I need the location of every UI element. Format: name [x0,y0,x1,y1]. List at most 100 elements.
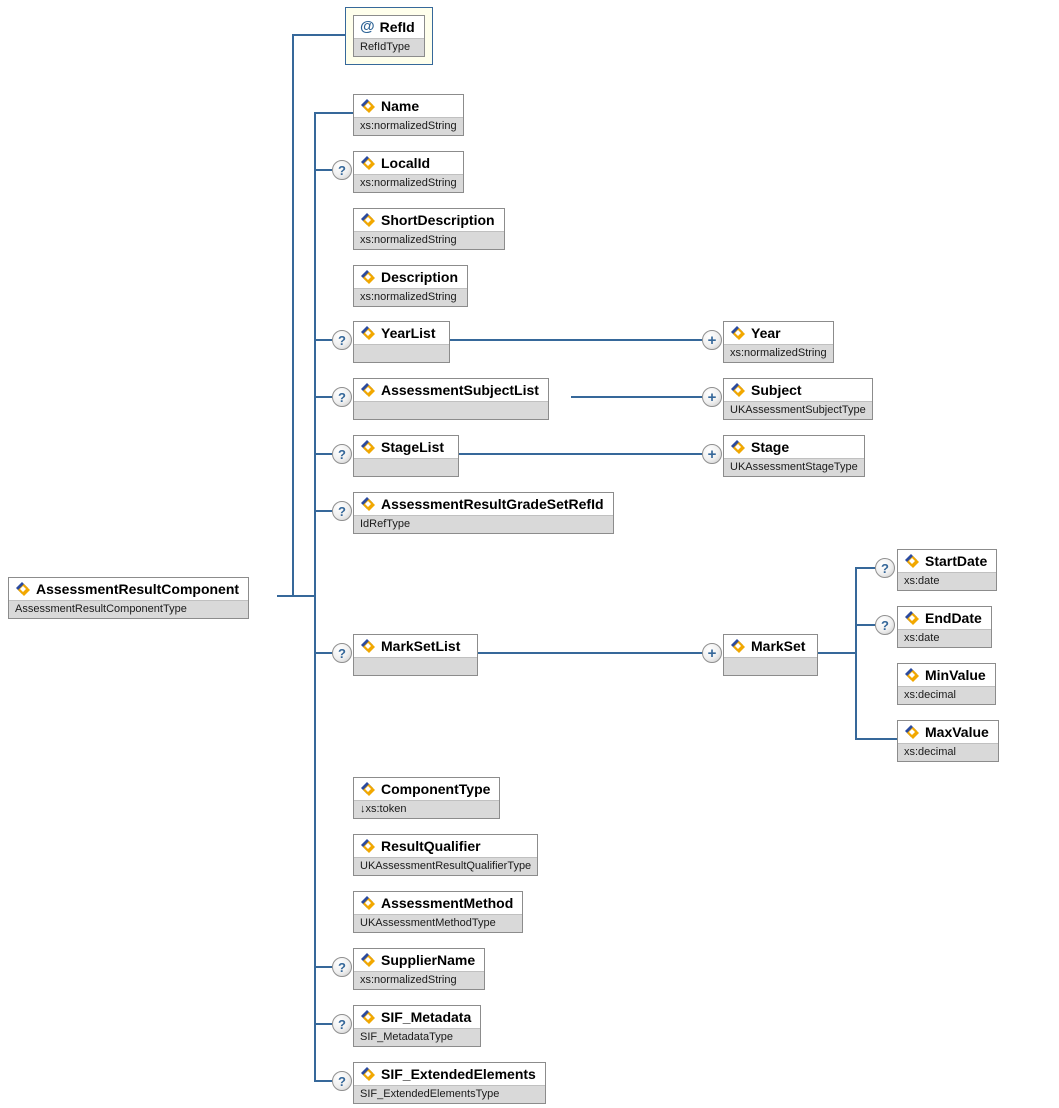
element-type: AssessmentResultComponentType [9,600,249,618]
element-type: xs:date [898,572,997,590]
connector-line [314,112,316,1082]
element-label: SIF_ExtendedElements [381,1066,536,1082]
element-icon [730,638,746,654]
connector-line [292,34,346,36]
element-node-subject[interactable]: Subject UKAssessmentSubjectType [723,378,873,420]
element-node-year[interactable]: Year xs:normalizedString [723,321,834,363]
element-icon [730,439,746,455]
element-node-enddate[interactable]: EndDate xs:date [897,606,992,648]
element-icon [360,638,376,654]
connector-line [314,652,332,654]
element-node-marksetlist[interactable]: MarkSetList [353,634,478,676]
element-label: ShortDescription [381,212,495,228]
element-node-markset[interactable]: MarkSet [723,634,818,676]
element-type: UKAssessmentSubjectType [724,401,872,419]
repeat-icon: + [702,330,722,350]
optional-icon: ? [332,643,352,663]
element-type: xs:normalizedString [354,971,485,989]
repeat-icon: + [702,444,722,464]
connector-line [314,1023,332,1025]
optional-icon: ? [332,1071,352,1091]
element-type: SIF_MetadataType [354,1028,481,1046]
element-type: xs:date [898,629,991,647]
element-node-startdate[interactable]: StartDate xs:date [897,549,998,591]
element-node-assessmentsubjectlist[interactable]: AssessmentSubjectList [353,378,549,420]
element-icon [360,325,376,341]
element-type: xs:normalizedString [724,344,833,362]
element-icon [904,553,920,569]
element-type: SIF_ExtendedElementsType [354,1085,545,1103]
connector-line [571,396,702,398]
element-label: StageList [381,439,445,455]
element-type: xs:normalizedString [354,288,468,306]
element-type [354,458,458,476]
connector-line [314,339,332,341]
optional-icon: ? [332,957,352,977]
optional-icon: ? [875,615,895,635]
element-node-componenttype[interactable]: ComponentType ↓xs:token [353,777,501,819]
element-type [354,657,477,675]
element-icon [360,382,376,398]
element-node-assessmentresultgradesetrefid[interactable]: AssessmentResultGradeSetRefId IdRefType [353,492,614,534]
element-type: UKAssessmentMethodType [354,914,523,932]
element-icon [730,382,746,398]
optional-icon: ? [875,558,895,578]
element-type: xs:decimal [898,743,998,761]
element-icon [360,269,376,285]
element-icon [904,667,920,683]
connector-line [314,1080,332,1082]
optional-icon: ? [332,330,352,350]
element-label: MaxValue [925,724,989,740]
element-label: YearList [381,325,436,341]
connector-line [855,624,875,626]
element-node-assessmentmethod[interactable]: AssessmentMethod UKAssessmentMethodType [353,891,524,933]
element-type [724,657,817,675]
connector-line [478,652,703,654]
connector-line [292,34,294,597]
element-node-sif-metadata[interactable]: SIF_Metadata SIF_MetadataType [353,1005,482,1047]
element-node-maxvalue[interactable]: MaxValue xs:decimal [897,720,999,762]
element-icon [360,781,376,797]
element-label: AssessmentSubjectList [381,382,539,398]
element-type [354,401,548,419]
element-label: Description [381,269,459,285]
element-node-stagelist[interactable]: StageList [353,435,459,477]
attribute-node-refid[interactable]: @ RefId RefIdType [353,15,425,57]
connector-line [314,453,332,455]
optional-icon: ? [332,444,352,464]
attribute-type: RefIdType [354,38,424,56]
element-icon [360,895,376,911]
element-node-stage[interactable]: Stage UKAssessmentStageType [723,435,865,477]
element-label: MinValue [925,667,986,683]
element-node-name[interactable]: Name xs:normalizedString [353,94,464,136]
element-type: xs:normalizedString [354,117,463,135]
element-node-assessmentresultcomponent[interactable]: AssessmentResultComponent AssessmentResu… [8,577,250,619]
connector-line [314,510,332,512]
element-icon [360,98,376,114]
element-label: AssessmentResultComponent [36,581,240,597]
element-node-shortdescription[interactable]: ShortDescription xs:normalizedString [353,208,505,250]
element-label: SupplierName [381,952,476,968]
element-label: AssessmentResultGradeSetRefId [381,496,604,512]
element-label: StartDate [925,553,988,569]
element-node-localid[interactable]: LocalId xs:normalizedString [353,151,464,193]
element-icon [360,952,376,968]
element-node-description[interactable]: Description xs:normalizedString [353,265,469,307]
element-label: Year [751,325,781,341]
element-icon [15,581,31,597]
connector-line [855,738,897,740]
element-icon [730,325,746,341]
element-node-suppliername[interactable]: SupplierName xs:normalizedString [353,948,486,990]
element-node-resultqualifier[interactable]: ResultQualifier UKAssessmentResultQualif… [353,834,539,876]
element-node-yearlist[interactable]: YearList [353,321,450,363]
element-label: ResultQualifier [381,838,481,854]
element-node-minvalue[interactable]: MinValue xs:decimal [897,663,996,705]
element-type: IdRefType [354,515,613,533]
element-type: UKAssessmentStageType [724,458,864,476]
element-type: xs:decimal [898,686,995,704]
element-label: AssessmentMethod [381,895,514,911]
optional-icon: ? [332,160,352,180]
element-node-sif-extendedelements[interactable]: SIF_ExtendedElements SIF_ExtendedElement… [353,1062,546,1104]
element-icon [360,439,376,455]
